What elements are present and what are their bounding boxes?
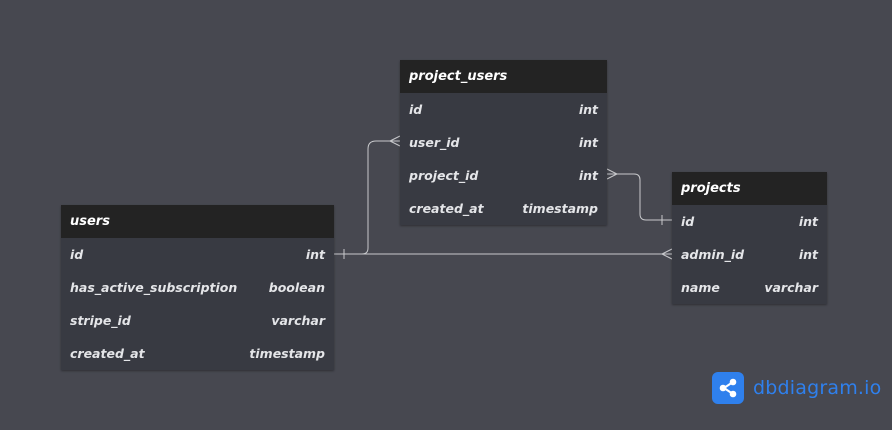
table-header-projects[interactable]: projects	[672, 172, 827, 205]
field-type: varchar	[271, 313, 325, 328]
field-row-users-stripe-id[interactable]: stripe_id varchar	[61, 304, 334, 337]
field-row-projects-id[interactable]: id int	[672, 205, 827, 238]
field-name: id	[409, 102, 423, 117]
field-type: timestamp	[522, 201, 598, 216]
field-row-project-users-project-id[interactable]: project_id int	[400, 159, 607, 192]
field-row-project-users-id[interactable]: id int	[400, 93, 607, 126]
field-name: created_at	[70, 346, 145, 361]
field-type: int	[578, 135, 598, 150]
field-name: project_id	[409, 168, 479, 183]
many-marker-project-users-project-id	[606, 168, 619, 180]
field-name: name	[681, 280, 720, 295]
table-header-project-users[interactable]: project_users	[400, 60, 607, 93]
field-row-projects-admin-id[interactable]: admin_id int	[672, 238, 827, 271]
table-users[interactable]: users id int has_active_subscription boo…	[61, 205, 334, 370]
many-marker-projects-admin-id	[661, 248, 673, 260]
field-name: user_id	[409, 135, 460, 150]
field-type: int	[798, 247, 818, 262]
field-row-users-has-active-subscription[interactable]: has_active_subscription boolean	[61, 271, 334, 304]
field-name: stripe_id	[70, 313, 131, 328]
table-project-users[interactable]: project_users id int user_id int project…	[400, 60, 607, 225]
field-name: id	[681, 214, 695, 229]
field-type: int	[798, 214, 818, 229]
brand-name: dbdiagram.io	[753, 377, 882, 399]
field-name: id	[70, 247, 84, 262]
field-row-project-users-created-at[interactable]: created_at timestamp	[400, 192, 607, 225]
link-users-project-users[interactable]	[334, 140, 400, 255]
field-row-users-id[interactable]: id int	[61, 238, 334, 271]
field-row-project-users-user-id[interactable]: user_id int	[400, 126, 607, 159]
field-type: boolean	[268, 280, 325, 295]
field-type: varchar	[764, 280, 818, 295]
field-type: timestamp	[249, 346, 325, 361]
field-name: created_at	[409, 201, 484, 216]
many-marker-project-users-user-id	[389, 135, 401, 147]
field-name: admin_id	[681, 247, 745, 262]
share-nodes-icon	[712, 372, 744, 404]
dbdiagram-brand[interactable]: dbdiagram.io	[712, 372, 881, 404]
field-type: int	[305, 247, 325, 262]
link-project-users-projects[interactable]	[607, 173, 672, 221]
field-row-projects-name[interactable]: name varchar	[672, 271, 827, 304]
field-type: int	[578, 102, 598, 117]
table-projects[interactable]: projects id int admin_id int name varcha…	[672, 172, 827, 304]
field-name: has_active_subscription	[70, 280, 238, 295]
table-header-users[interactable]: users	[61, 205, 334, 238]
field-type: int	[578, 168, 598, 183]
field-row-users-created-at[interactable]: created_at timestamp	[61, 337, 334, 370]
